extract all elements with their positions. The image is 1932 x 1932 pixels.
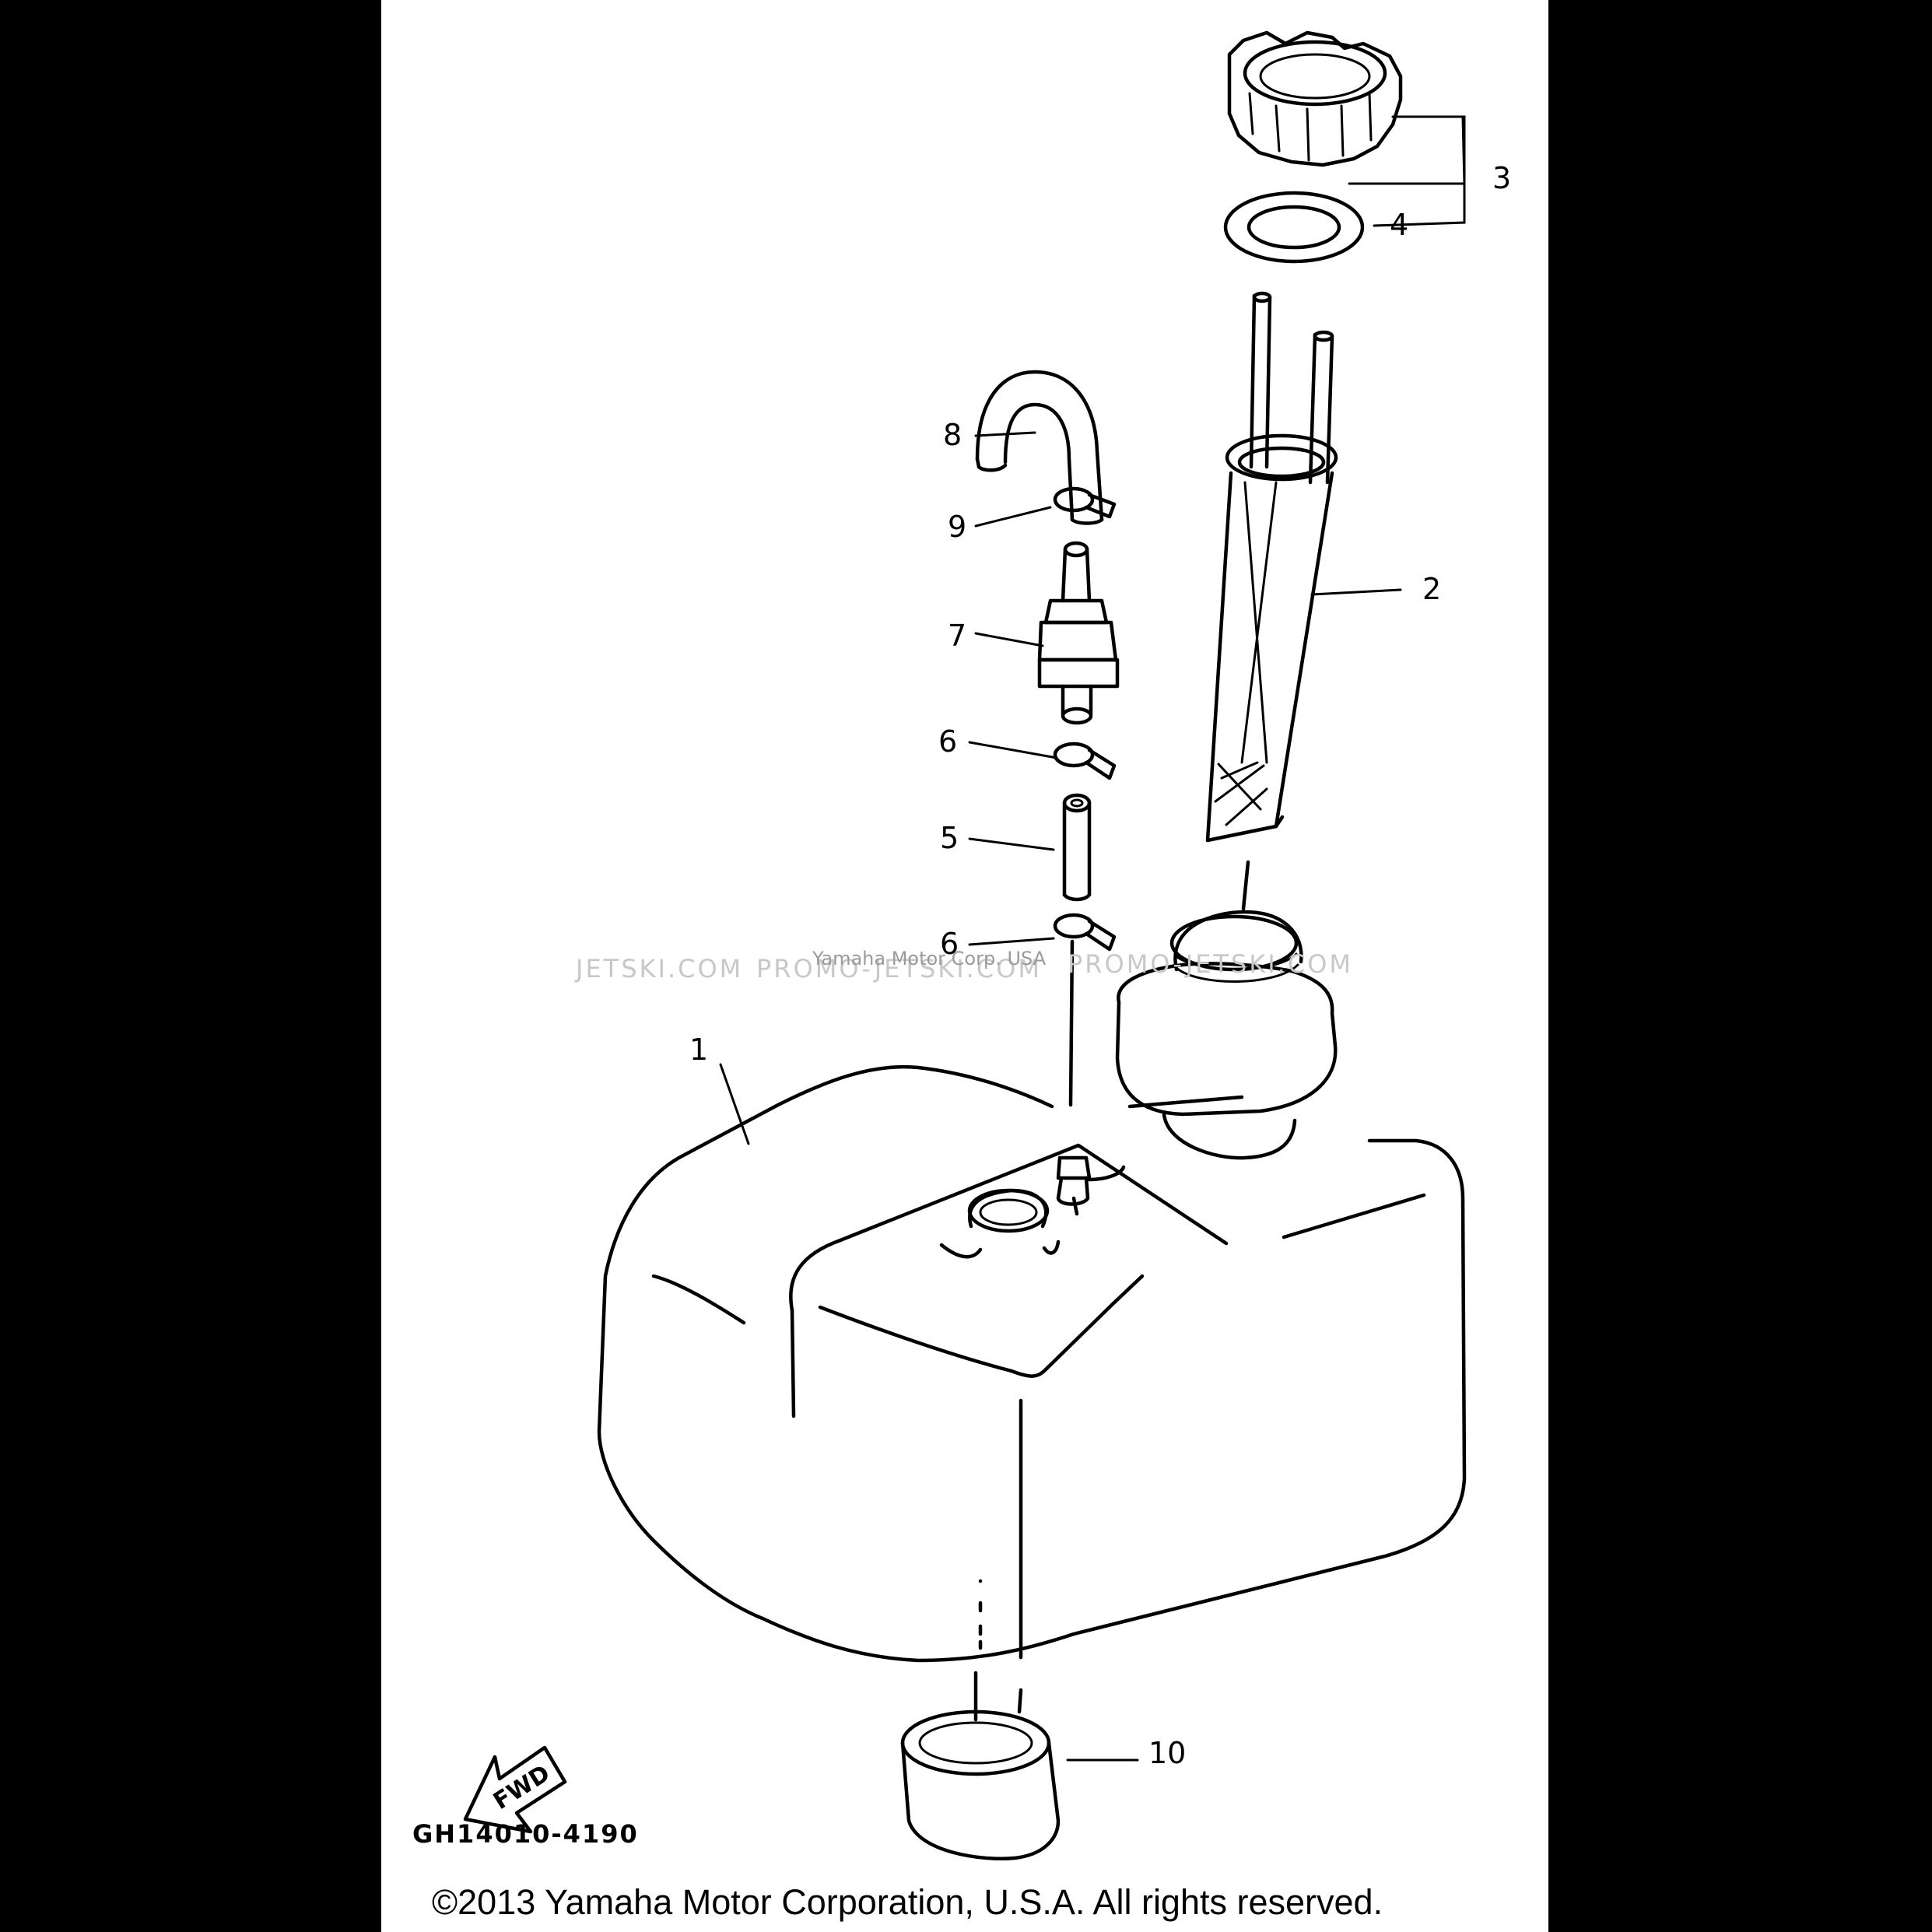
strainer-pipe — [1205, 291, 1338, 911]
copyright-notice: ©2013 Yamaha Motor Corporation, U.S.A. A… — [432, 1882, 1383, 1922]
callouts: 3 4 2 8 9 7 6 5 6 1 10 — [689, 161, 1511, 1770]
watermark-right: PROMO-JETSKI.COM — [1068, 949, 1353, 979]
fuel-tank — [597, 910, 1467, 1714]
callout-4: 4 — [1390, 208, 1408, 242]
callout-3: 3 — [1492, 161, 1511, 195]
gasket — [1223, 191, 1365, 264]
watermark-left: JETSKI.COM — [574, 954, 743, 984]
callout-5: 5 — [940, 821, 959, 855]
fuel-filter — [1037, 541, 1120, 725]
callout-8: 8 — [943, 418, 962, 452]
diagram-sheet — [381, 0, 1548, 1932]
fuel-hose — [1062, 793, 1092, 902]
hose-clamp-middle — [1053, 742, 1117, 780]
filler-cap — [1227, 30, 1403, 167]
callout-10: 10 — [1148, 1736, 1186, 1770]
watermark-center: PROMO-JETSKI.COM — [756, 954, 1042, 984]
breather-hose-shape — [202, 370, 1104, 525]
callout-2: 2 — [1422, 572, 1441, 606]
drawing-code: GH14010-4190 — [412, 1819, 639, 1849]
watermark-overlay: Yamaha Motor Corp. USA — [812, 948, 1047, 970]
callout-6-lower: 6 — [940, 927, 959, 961]
watermarks: JETSKI.COM PROMO-JETSKI.COM PROMO-JETSKI… — [574, 948, 1353, 984]
callout-1: 1 — [689, 1033, 708, 1067]
callout-7: 7 — [948, 619, 966, 653]
callout-9: 9 — [948, 510, 966, 544]
hose-clamp-lower — [1053, 913, 1117, 1107]
callout-6-upper: 6 — [938, 724, 957, 759]
grommet — [900, 1671, 1061, 1860]
hose-clamp-upper — [1053, 486, 1117, 519]
leader-lines — [719, 115, 1466, 1762]
